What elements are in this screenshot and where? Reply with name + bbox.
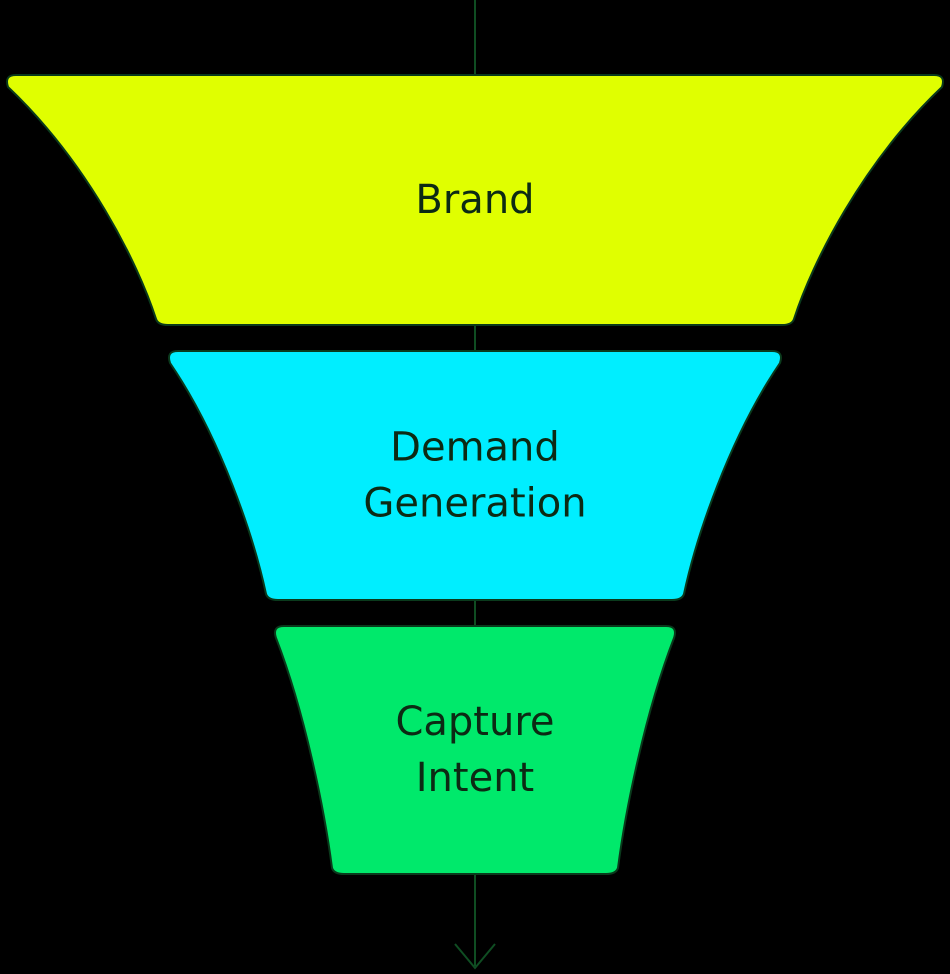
funnel-stage-shape bbox=[274, 625, 676, 875]
funnel-stage-brand: Brand bbox=[6, 74, 944, 326]
funnel-stage-label: Capture bbox=[395, 699, 554, 745]
funnel-stage-label: Demand bbox=[390, 425, 560, 471]
arrow-down-icon bbox=[454, 943, 496, 970]
funnel-stage-shape bbox=[6, 74, 944, 326]
funnel-stage-label: Generation bbox=[363, 481, 586, 527]
funnel-stage-label: Intent bbox=[416, 755, 534, 801]
funnel-stage-shape bbox=[168, 350, 782, 601]
funnel-stage-label: Brand bbox=[415, 177, 534, 223]
